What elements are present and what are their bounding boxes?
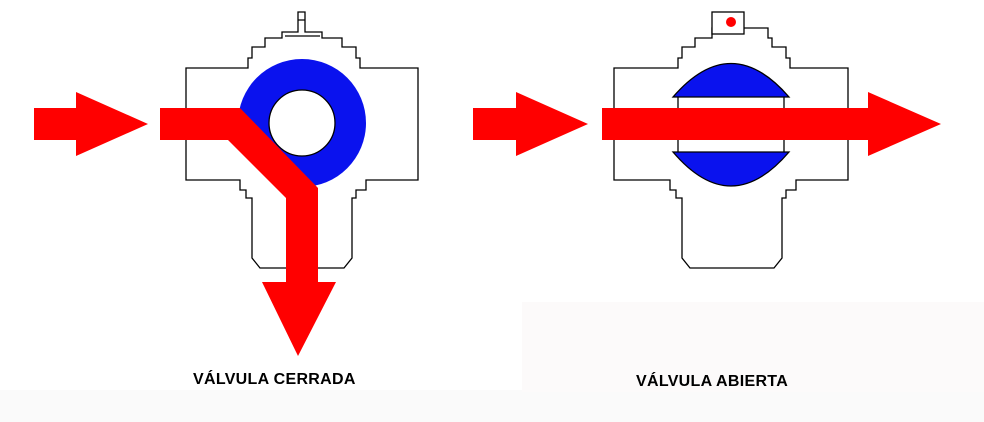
open-valve-inlet-arrow — [473, 92, 588, 156]
open-valve-body — [613, 27, 849, 269]
closed-valve-body — [185, 11, 419, 269]
open-valve-caption: VÁLVULA ABIERTA — [636, 373, 789, 390]
closed-valve-diverted-flow — [160, 108, 336, 356]
closed-valve-inlet-arrow — [34, 92, 148, 156]
right-background-band — [522, 302, 984, 392]
closed-valve-ball-bore — [268, 89, 336, 157]
bottom-background-band — [0, 390, 984, 422]
open-valve-ball-top — [671, 63, 791, 98]
closed-valve-stem — [285, 19, 320, 37]
open-valve-ball-bottom — [671, 151, 791, 187]
open-valve-diagram — [473, 11, 941, 269]
open-valve-indicator-dot — [726, 17, 736, 27]
closed-valve-caption: VÁLVULA CERRADA — [193, 371, 356, 388]
open-valve-through-flow — [602, 92, 941, 156]
closed-valve-diagram — [34, 11, 419, 356]
